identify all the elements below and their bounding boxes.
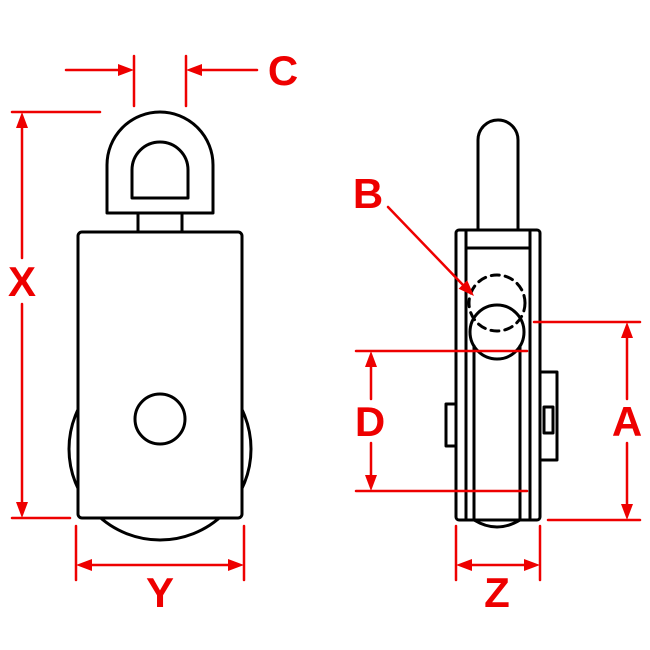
dim-y-label: Y [146, 569, 174, 616]
dim-y-arrow-right [228, 559, 244, 571]
dimension-c: C [64, 47, 298, 108]
dim-a-label: A [612, 398, 642, 445]
front-view [67, 110, 253, 542]
dimension-y: Y [74, 524, 246, 616]
dim-z-label: Z [484, 569, 510, 616]
axle-pin-circle [468, 303, 526, 361]
sheave-bottom-arc [472, 518, 522, 529]
dimension-d: D [354, 349, 529, 493]
pulley-body [76, 230, 244, 520]
swivel-eye-opening [130, 140, 190, 200]
dim-b-leader-line [386, 205, 465, 287]
dim-a-arrow-bottom [621, 504, 633, 520]
dimension-a: A [532, 320, 642, 522]
shackle-side-profile [476, 118, 520, 232]
left-pin-boss [444, 402, 458, 448]
dim-z-arrow-left [456, 559, 472, 571]
dimension-b: B [353, 170, 474, 296]
dim-a-arrow-top [621, 322, 633, 338]
dimension-x: X [8, 110, 102, 520]
dim-c-arrow-right [186, 64, 202, 76]
hidden-sheave-circle [467, 273, 527, 333]
side-view [444, 118, 559, 529]
dim-d-arrow-bottom [365, 475, 377, 491]
dim-c-arrow-left [118, 64, 134, 76]
swivel-collar [136, 211, 184, 234]
dim-y-arrow-left [76, 559, 92, 571]
dim-b-arrow [458, 280, 474, 296]
dim-z-arrow-right [524, 559, 540, 571]
dim-d-label: D [355, 398, 385, 445]
dim-b-label: B [353, 170, 383, 217]
dimension-z: Z [454, 524, 542, 616]
dim-x-arrow-bottom [16, 502, 28, 518]
becket-tab-detail [542, 405, 555, 435]
dim-x-label: X [8, 258, 36, 305]
side-body [454, 228, 542, 522]
dim-c-label: C [268, 47, 298, 94]
axle-hole [133, 392, 187, 446]
dim-d-arrow-top [365, 351, 377, 367]
dim-x-arrow-top [16, 112, 28, 128]
